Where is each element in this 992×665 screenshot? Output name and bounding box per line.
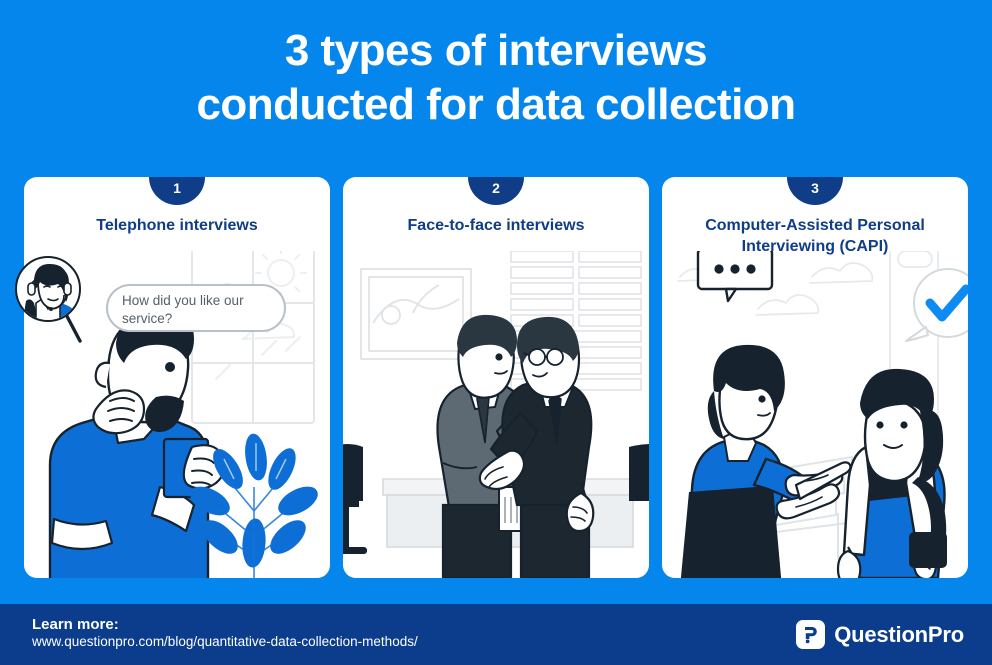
dots-speech-bubble	[696, 251, 774, 303]
card-title-3: Computer-Assisted Personal Interviewing …	[705, 217, 925, 256]
checkmark-bubble	[905, 268, 968, 342]
respondent-figure	[836, 368, 947, 578]
chair-right	[629, 444, 649, 501]
page-title-line-2: conducted for data collection	[196, 79, 796, 129]
plant-illustration	[190, 433, 318, 578]
agent-avatar	[14, 255, 82, 323]
speech-bubble-question: How did you like our service?	[106, 284, 286, 332]
illustration-capi-interviews	[662, 251, 968, 578]
chair-left	[343, 444, 367, 554]
questionpro-logo[interactable]: QuestionPro	[796, 620, 964, 649]
footer: Learn more: www.questionpro.com/blog/qua…	[0, 604, 992, 665]
illustration-face-to-face-interviews	[343, 251, 649, 578]
card-3-clip	[662, 177, 968, 578]
footer-learn-more: Learn more: www.questionpro.com/blog/qua…	[32, 616, 418, 651]
learn-more-label: Learn more:	[32, 616, 119, 633]
header: 3 types of interviews conducted for data…	[0, 24, 992, 131]
footer-url[interactable]: www.questionpro.com/blog/quantitative-da…	[32, 634, 418, 650]
questionpro-brand-text: QuestionPro	[834, 621, 964, 647]
page-title: 3 types of interviews conducted for data…	[0, 24, 992, 131]
illustration-telephone-interviews	[24, 251, 330, 578]
man-on-phone-figure	[48, 301, 227, 578]
card-title-2: Face-to-face interviews	[407, 217, 585, 234]
page-title-line-1: 3 types of interviews	[284, 26, 708, 75]
card-capi-interviews[interactable]: Computer-Assisted Personal Interviewing …	[662, 177, 968, 578]
interviewer-figure	[680, 344, 852, 578]
card-1-clip: How did you like our service?	[24, 177, 330, 578]
cards-row: How did you like our service?	[15, 177, 968, 578]
speech-bubble-text: How did you like our service?	[122, 293, 244, 327]
card-face-to-face-interviews[interactable]: Face-to-face interviews 2	[343, 177, 649, 578]
card-telephone-interviews[interactable]: How did you like our service?	[15, 177, 330, 578]
candidate-right-figure	[478, 316, 595, 578]
questionpro-logo-mark	[796, 620, 826, 649]
card-2-clip	[343, 177, 649, 578]
card-title-1: Telephone interviews	[96, 217, 258, 234]
